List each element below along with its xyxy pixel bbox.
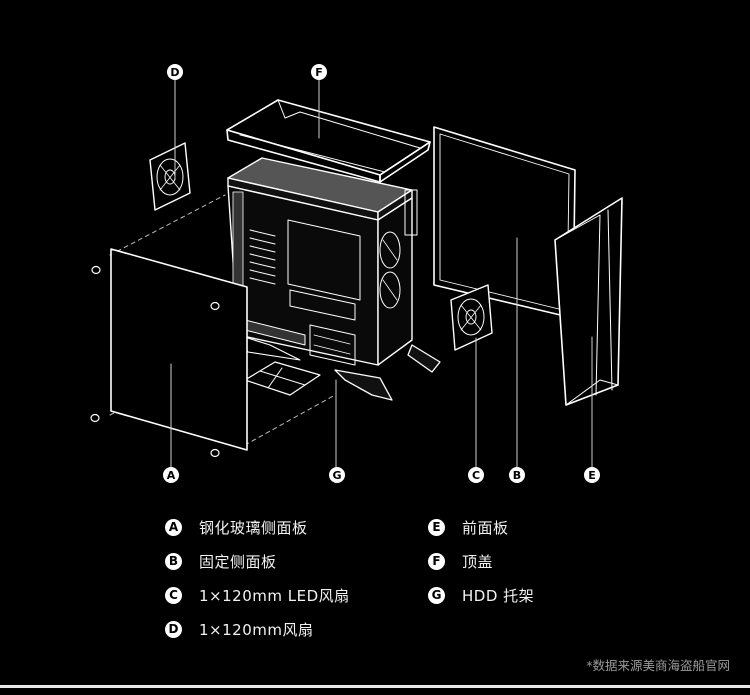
legend-label: 钢化玻璃侧面板 xyxy=(199,518,308,537)
legend-item-c: C 1×120mm LED风扇 xyxy=(165,583,350,607)
glass-side-panel-part xyxy=(110,248,248,451)
legend-item-b: B 固定侧面板 xyxy=(165,549,277,573)
leader-lines xyxy=(170,79,593,468)
marker-c-label: C xyxy=(472,469,480,482)
legend-label: 前面板 xyxy=(462,518,509,537)
legend-item-a: A 钢化玻璃侧面板 xyxy=(165,515,308,539)
legend-badge: G xyxy=(428,586,445,604)
legend-badge: A xyxy=(165,518,182,536)
legend-label: 固定侧面板 xyxy=(199,552,277,571)
legend-label: 1×120mm LED风扇 xyxy=(199,586,350,605)
legend-badge: B xyxy=(165,552,182,570)
fan-d-part xyxy=(149,142,191,211)
source-note: *数据来源美商海盗船官网 xyxy=(586,658,730,673)
marker-g: G xyxy=(329,467,345,483)
marker-d: D xyxy=(167,64,183,80)
legend-badge: C xyxy=(165,586,182,604)
legend-label: 顶盖 xyxy=(462,552,494,571)
marker-a: A xyxy=(163,467,179,483)
legend-item-f: F 顶盖 xyxy=(428,549,493,573)
legend-label: 1×120mm风扇 xyxy=(199,620,314,639)
marker-e-label: E xyxy=(588,469,596,482)
marker-c: C xyxy=(468,467,484,483)
legend-label: HDD 托架 xyxy=(462,586,535,605)
marker-f: F xyxy=(311,64,327,80)
case-chassis xyxy=(227,157,441,401)
legend-item-d: D 1×120mm风扇 xyxy=(165,617,313,641)
legend-badge: D xyxy=(165,620,182,638)
legend-badge: F xyxy=(428,552,445,570)
legend-badge: E xyxy=(428,518,445,536)
marker-d-label: D xyxy=(170,66,179,79)
marker-a-label: A xyxy=(167,469,176,482)
bottom-divider xyxy=(0,685,750,688)
fixed-side-panel-part xyxy=(433,126,576,319)
thumb-screws xyxy=(90,265,220,458)
legend-item-e: E 前面板 xyxy=(428,515,509,539)
front-panel-part xyxy=(554,197,623,406)
exploded-case-diagram: D F A G C B E xyxy=(90,64,623,483)
marker-f-label: F xyxy=(315,66,323,79)
legend-item-g: G HDD 托架 xyxy=(428,583,534,607)
marker-e: E xyxy=(584,467,600,483)
fan-c-part xyxy=(450,284,493,351)
marker-b: B xyxy=(509,467,525,483)
top-cover-part xyxy=(226,99,431,183)
marker-b-label: B xyxy=(513,469,521,482)
marker-g-label: G xyxy=(332,469,341,482)
